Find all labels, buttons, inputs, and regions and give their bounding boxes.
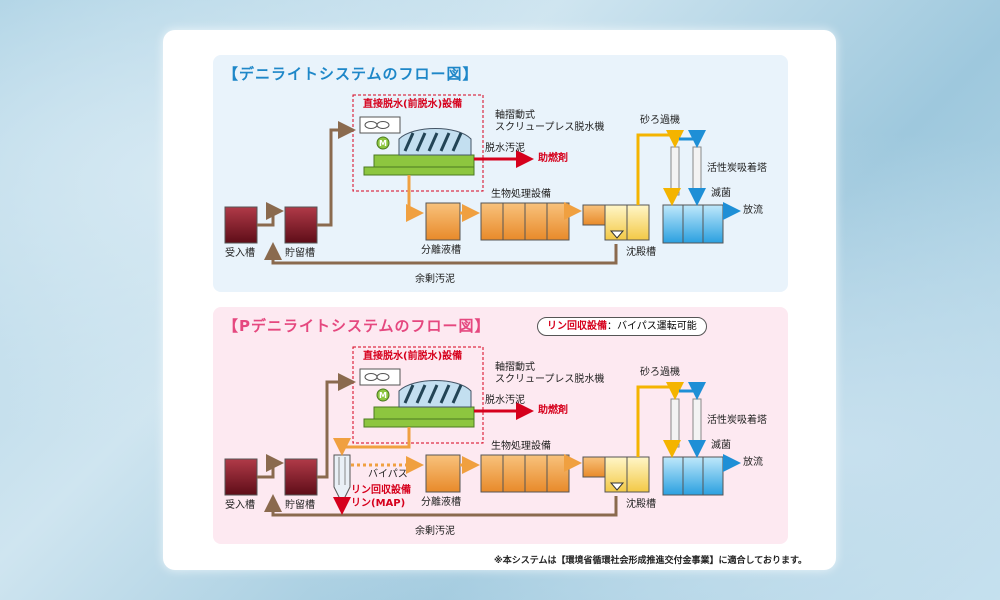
footnote: ※本システムは【環境省循環社会形成推進交付金事業】に適合しております。: [494, 556, 808, 566]
phosphorus-recovery-reactor: [333, 454, 351, 505]
separation-tank: [425, 454, 461, 493]
svg-text:M: M: [379, 139, 387, 148]
bio-treatment-label: 生物処理設備: [491, 189, 551, 200]
map-label: リン(MAP): [351, 498, 406, 509]
badge-rest: ：バイパス運転可能: [607, 321, 697, 332]
sand-filter-label: 砂ろ過機: [640, 367, 680, 378]
flow-diagram: M: [224, 94, 741, 265]
screw-press-machine: M: [359, 368, 475, 428]
discharge-label: 放流: [743, 457, 763, 468]
bypass-label: バイパス: [368, 469, 408, 480]
dewater-title: 直接脱水(前脱水)設備: [363, 99, 463, 110]
settling-hopper-icon: [609, 230, 625, 239]
screw-press-machine: M: [359, 116, 475, 176]
press-label-line2: スクリュープレス脱水機: [495, 122, 605, 133]
bio-treatment-label: 生物処理設備: [491, 441, 551, 452]
separation-tank: [425, 202, 461, 241]
sand-filter-label: 砂ろ過機: [640, 115, 680, 126]
separation-tank-label: 分離液槽: [421, 497, 461, 508]
storage-tank: [284, 206, 318, 244]
dewater-box: [352, 94, 484, 192]
surplus-sludge-label: 余剰汚泥: [415, 274, 455, 285]
bio-treatment-tanks: [480, 454, 570, 493]
receiving-tank: [224, 458, 258, 496]
sand-filter-icon: [670, 146, 680, 196]
surplus-sludge-label: 余剰汚泥: [415, 526, 455, 537]
receiving-tank-label: 受入槽: [225, 500, 255, 511]
storage-tank-label: 貯留槽: [285, 248, 315, 259]
disinfection-label: 滅菌: [711, 188, 731, 199]
carbon-tower-label: 活性炭吸着塔: [707, 163, 767, 174]
flow-diagram: M: [224, 346, 741, 517]
dewater-title: 直接脱水(前脱水)設備: [363, 351, 463, 362]
storage-tank-label: 貯留槽: [285, 500, 315, 511]
press-label-line2: スクリュープレス脱水機: [495, 374, 605, 385]
settling-tank-label: 沈殿槽: [626, 247, 656, 258]
svg-text:M: M: [379, 391, 387, 400]
carbon-tower-icon: [692, 146, 702, 196]
p-deniraito-flow-panel: 【Pデニライトシステムのフロー図】 リン回収設備：バイパス運転可能: [213, 307, 788, 544]
sand-filter-icon: [670, 398, 680, 448]
separation-tank-label: 分離液槽: [421, 245, 461, 256]
carbon-tower-label: 活性炭吸着塔: [707, 415, 767, 426]
flow-title: 【デニライトシステムのフロー図】: [223, 65, 479, 83]
dewater-box: [352, 346, 484, 444]
bio-treatment-tanks: [480, 202, 570, 241]
storage-tank: [284, 458, 318, 496]
press-label-line1: 軸摺動式: [495, 362, 535, 373]
filter-feed-tank: [626, 456, 650, 493]
mixing-tank: [582, 204, 606, 226]
filter-feed-tank: [626, 204, 650, 241]
dewatered-sludge-label: 脱水汚泥: [485, 143, 525, 154]
deniraito-flow-panel: 【デニライトシステムのフロー図】: [213, 55, 788, 292]
press-label-line1: 軸摺動式: [495, 110, 535, 121]
mixing-tank: [582, 456, 606, 478]
settling-tank-label: 沈殿槽: [626, 499, 656, 510]
fuel-label: 助燃剤: [538, 405, 568, 416]
dewatered-sludge-label: 脱水汚泥: [485, 395, 525, 406]
bypass-badge: リン回収設備：バイパス運転可能: [537, 317, 707, 336]
discharge-label: 放流: [743, 205, 763, 216]
fuel-label: 助燃剤: [538, 153, 568, 164]
receiving-tank: [224, 206, 258, 244]
recovery-label: リン回収設備: [351, 485, 411, 496]
badge-strong: リン回収設備: [547, 321, 607, 332]
carbon-tower-icon: [692, 398, 702, 448]
disinfection-label: 滅菌: [711, 440, 731, 451]
flow-title: 【Pデニライトシステムのフロー図】: [223, 317, 491, 335]
treated-water-tanks: [662, 204, 724, 244]
settling-hopper-icon: [609, 482, 625, 491]
treated-water-tanks: [662, 456, 724, 496]
receiving-tank-label: 受入槽: [225, 248, 255, 259]
